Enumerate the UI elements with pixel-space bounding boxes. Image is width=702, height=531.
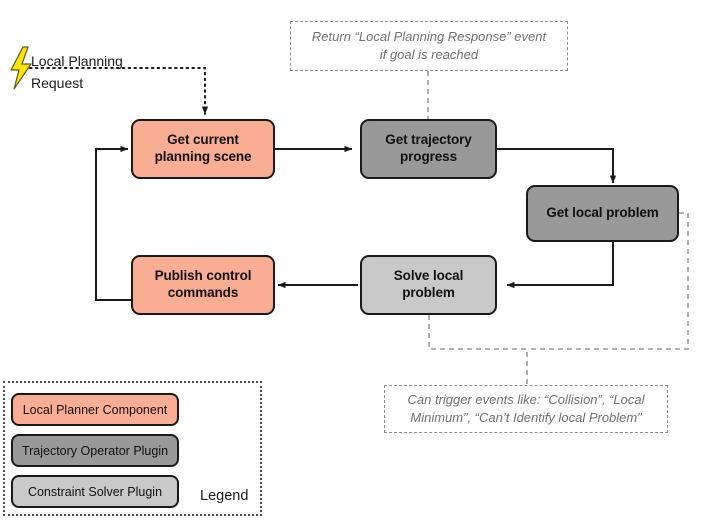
edge-local-problem-to-solve bbox=[506, 242, 614, 289]
legend-label-constraint-solver-plugin: Constraint Solver Plugin bbox=[27, 484, 163, 499]
edge-solve-to-trigger-note bbox=[428, 315, 528, 385]
node-publish-control-commands[interactable]: Publish control commands bbox=[131, 255, 275, 315]
edge-publish-to-scene-loop bbox=[95, 145, 133, 301]
node-get-local-problem[interactable]: Get local problem bbox=[526, 185, 679, 242]
note-trigger-events-line2: Minimum”, “Can’t Identify local Problem” bbox=[410, 410, 642, 425]
node-get-trajectory-progress-line2: progress bbox=[400, 149, 457, 164]
node-solve-local-problem-line1: Solve local bbox=[393, 268, 464, 284]
lightning-bolt-icon bbox=[10, 46, 32, 90]
node-solve-local-problem[interactable]: Solve local problem bbox=[360, 255, 497, 315]
note-trigger-events-line1: Can trigger events like: “Collision”, “L… bbox=[407, 391, 645, 407]
node-solve-local-problem-line2: problem bbox=[402, 285, 455, 300]
legend-chip-local-planner-component: Local Planner Component bbox=[11, 393, 179, 426]
node-get-current-planning-scene[interactable]: Get current planning scene bbox=[131, 119, 275, 179]
node-get-local-problem-line1: Get local problem bbox=[546, 205, 659, 221]
note-goal-reached-line1: Return “Local Planning Response” event bbox=[311, 28, 547, 44]
legend-chip-trajectory-operator-plugin: Trajectory Operator Plugin bbox=[11, 434, 179, 467]
node-get-trajectory-progress-line1: Get trajectory bbox=[385, 132, 472, 148]
note-goal-reached-line2: if goal is reached bbox=[379, 47, 479, 62]
legend-label-trajectory-operator-plugin: Trajectory Operator Plugin bbox=[21, 443, 169, 458]
node-publish-control-commands-line1: Publish control bbox=[154, 268, 252, 284]
legend-chip-constraint-solver-plugin: Constraint Solver Plugin bbox=[11, 475, 179, 508]
node-get-trajectory-progress[interactable]: Get trajectory progress bbox=[360, 119, 497, 179]
trigger-label-line2: Request bbox=[31, 75, 84, 91]
note-goal-reached: Return “Local Planning Response” event i… bbox=[290, 21, 568, 71]
legend-label-local-planner-component: Local Planner Component bbox=[22, 402, 168, 417]
edge-trajectory-to-local-problem bbox=[497, 148, 617, 184]
legend-title: Legend bbox=[200, 488, 249, 504]
node-publish-control-commands-line2: commands bbox=[167, 285, 239, 300]
note-trigger-events: Can trigger events like: “Collision”, “L… bbox=[384, 385, 668, 433]
node-get-current-planning-scene-line1: Get current bbox=[167, 132, 239, 148]
node-get-current-planning-scene-line2: planning scene bbox=[154, 149, 252, 164]
trigger-label-line1: Local Planning bbox=[31, 53, 123, 69]
